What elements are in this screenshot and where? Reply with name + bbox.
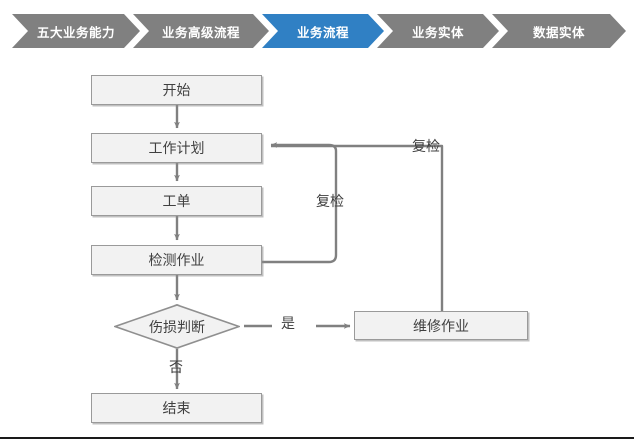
edge-label-recheck-inner: 复检 [316, 193, 344, 209]
flow-node-repair-task-label: 维修作业 [413, 317, 469, 334]
breadcrumb-item-2-active[interactable]: 业务流程 [262, 14, 384, 48]
breadcrumb-item-3[interactable]: 业务实体 [377, 14, 499, 48]
flow-node-damage-decision-label: 伤损判断 [149, 318, 205, 335]
breadcrumb-label-4: 数据实体 [532, 25, 585, 40]
breadcrumb-label-1: 业务高级流程 [161, 25, 240, 40]
flow-node-inspection-task[interactable]: 检测作业 [91, 245, 262, 275]
edge-label-recheck-outer: 复检 [412, 138, 440, 154]
flow-node-work-plan-label: 工作计划 [148, 140, 205, 156]
flow-node-work-plan[interactable]: 工作计划 [91, 133, 262, 163]
breadcrumb-item-0[interactable]: 五大业务能力 [12, 14, 140, 48]
flow-node-repair-task[interactable]: 维修作业 [354, 311, 528, 340]
flow-node-inspection-task-label: 检测作业 [148, 252, 205, 268]
breadcrumb-item-1[interactable]: 业务高级流程 [133, 14, 269, 48]
flow-node-damage-decision[interactable]: 伤损判断 [114, 304, 240, 349]
flow-node-end-label: 结束 [162, 400, 191, 416]
flow-node-work-order[interactable]: 工单 [91, 186, 262, 216]
breadcrumb-label-0: 五大业务能力 [36, 25, 115, 40]
breadcrumb-label-2: 业务流程 [296, 25, 349, 40]
diamond-outline [114, 304, 240, 349]
flow-node-start[interactable]: 开始 [91, 75, 262, 105]
flow-node-start-label: 开始 [162, 82, 191, 98]
edge-label-no: 否 [169, 359, 183, 375]
edge-label-yes: 是 [281, 315, 295, 331]
breadcrumb-item-4[interactable]: 数据实体 [492, 14, 626, 48]
breadcrumb-label-3: 业务实体 [411, 25, 464, 40]
flow-node-work-order-label: 工单 [162, 193, 191, 209]
flow-node-end[interactable]: 结束 [91, 393, 262, 423]
breadcrumb: 五大业务能力 业务高级流程 业务流程 业务实体 数据实体 [0, 0, 634, 58]
